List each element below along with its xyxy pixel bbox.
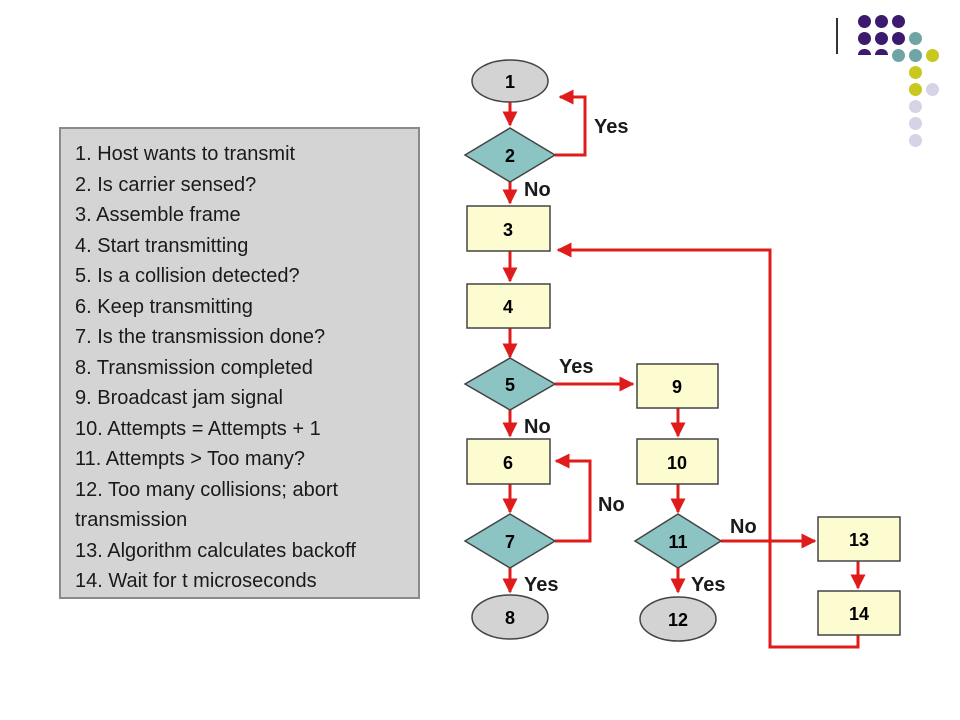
node-9-label: 9: [672, 377, 682, 397]
node-6-label: 6: [503, 453, 513, 473]
edge-label-yes: Yes: [691, 574, 725, 596]
edge-label-yes: Yes: [524, 574, 558, 596]
node-8-label: 8: [505, 608, 515, 628]
edge-label-no: No: [524, 416, 551, 438]
legend-item: 9. Broadcast jam signal: [75, 387, 283, 409]
node-2-label: 2: [505, 146, 515, 166]
node-12-label: 12: [668, 610, 688, 630]
node-1: 1: [471, 59, 549, 103]
node-3-label: 3: [503, 220, 513, 240]
legend-item: 5. Is a collision detected?: [75, 265, 300, 287]
node-14: 14: [817, 590, 901, 636]
decorative-divider: [836, 18, 838, 54]
node-4-label: 4: [503, 297, 513, 317]
legend-panel: 1. Host wants to transmit 2. Is carrier …: [59, 127, 420, 599]
node-1-label: 1: [505, 72, 515, 92]
legend-item: 3. Assemble frame: [75, 204, 241, 226]
legend-item: 12. Too many collisions; abort transmiss…: [75, 478, 344, 532]
flow-arrows: [502, 89, 866, 649]
edge-label-no: No: [598, 494, 625, 516]
legend-item: 8. Transmission completed: [75, 356, 313, 379]
node-11: 11: [633, 513, 723, 569]
edge-label-no: No: [730, 516, 757, 538]
node-6: 6: [466, 438, 551, 485]
node-7: 7: [463, 513, 557, 569]
node-9: 9: [636, 363, 719, 409]
legend-item: 14. Wait for t microseconds: [75, 570, 317, 592]
legend-item: 13. Algorithm calculates backoff: [75, 539, 356, 562]
node-12: 12: [639, 596, 717, 642]
node-11-label: 11: [668, 532, 687, 552]
legend-item: 10. Attempts = Attempts + 1: [75, 417, 321, 440]
legend-item: 4. Start transmitting: [75, 234, 249, 257]
node-4: 4: [466, 283, 551, 329]
node-13-label: 13: [849, 530, 869, 550]
legend-item: 11. Attempts > Too many?: [75, 448, 305, 470]
legend-item: 7. Is the transmission done?: [75, 326, 326, 348]
legend-item: 2. Is carrier sensed?: [75, 173, 257, 196]
legend-item: 6. Keep transmitting: [75, 295, 253, 318]
arrow-14-to-3: [556, 242, 860, 649]
node-3: 3: [466, 205, 551, 252]
arrow-2-yes-loop: [555, 89, 587, 157]
edge-label-yes: Yes: [594, 116, 628, 138]
node-10-label: 10: [667, 453, 687, 473]
node-13: 13: [817, 516, 901, 562]
node-14-label: 14: [849, 604, 869, 624]
node-5-label: 5: [505, 375, 515, 395]
edge-label-yes: Yes: [559, 356, 593, 378]
node-8: 8: [471, 594, 549, 640]
legend-item: 1. Host wants to transmit: [75, 143, 296, 165]
node-10: 10: [636, 438, 719, 485]
arrow-7-no-loop: [554, 453, 592, 543]
node-7-label: 7: [505, 532, 515, 552]
node-5: 5: [463, 357, 557, 411]
node-2: 2: [463, 127, 557, 183]
edge-labels: Yes No Yes No No Yes No Yes: [524, 116, 757, 596]
edge-label-no: No: [524, 179, 551, 201]
